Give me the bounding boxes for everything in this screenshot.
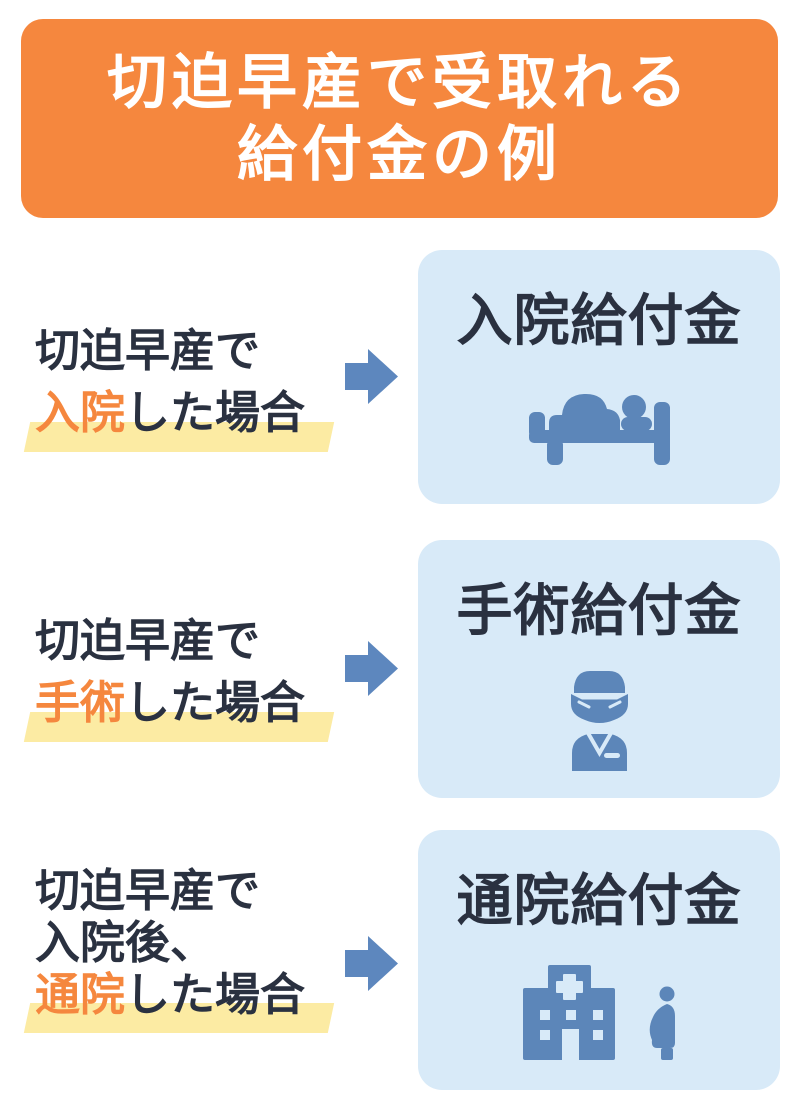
benefit-card-hospitalization: 入院給付金 [418,250,780,504]
arrow-right-icon [345,936,398,991]
arrow-right-icon [345,349,398,404]
keyword-outpatient: 通院 [35,969,126,1020]
case-line: 入院後、 [35,917,216,968]
arrow-right-icon [345,641,398,696]
keyword-surgery: 手術 [35,677,126,728]
case-line: 切迫早産で [35,615,261,666]
case-text-surgery: 切迫早産で 手術した場合 [35,610,305,734]
case-suffix: した場合 [125,969,306,1020]
header-banner: 切迫早産で受取れる 給付金の例 [21,19,778,218]
patient-in-bed-icon [528,393,670,465]
benefit-title-surgery: 手術給付金 [456,579,742,642]
benefit-title-outpatient: 通院給付金 [456,869,742,932]
page-title-line1: 切迫早産で受取れる [107,48,692,116]
case-line: 切迫早産で [35,865,261,916]
benefit-card-outpatient: 通院給付金 [418,830,780,1090]
case-text-outpatient: 切迫早産で 入院後、 通院した場合 [35,865,305,1021]
surgeon-icon [570,671,628,771]
benefit-card-surgery: 手術給付金 [418,540,780,798]
case-line-highlighted: 手術した場合 [35,672,305,734]
page-title-line2: 給付金の例 [237,120,562,188]
keyword-hospitalization: 入院 [35,387,126,438]
hospital-and-pregnant-woman-icon [523,965,675,1060]
case-suffix: した場合 [125,677,306,728]
case-line-highlighted: 通院した場合 [35,969,305,1021]
case-text-hospitalization: 切迫早産で 入院した場合 [35,320,305,444]
benefit-title-hospitalization: 入院給付金 [456,289,742,352]
pregnant-woman-icon [649,986,675,1060]
case-suffix: した場合 [125,387,306,438]
case-line: 切迫早産で [35,325,261,376]
case-line-highlighted: 入院した場合 [35,382,305,444]
